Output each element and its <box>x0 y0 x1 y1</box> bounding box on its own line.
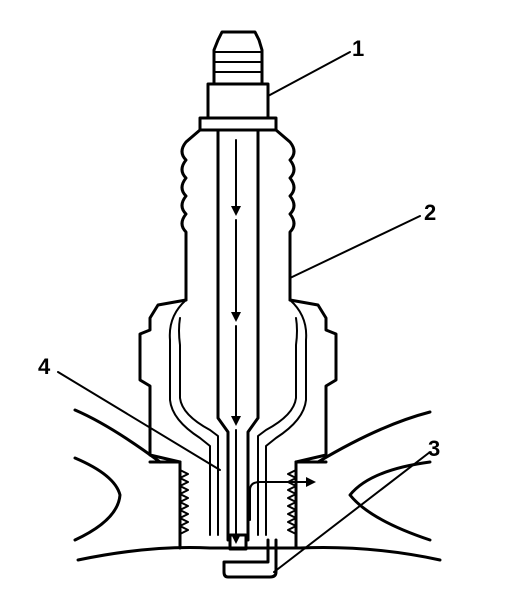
leader-lines <box>57 51 431 573</box>
head-upper-left-curve <box>73 408 162 464</box>
shell-inner-left <box>168 299 211 536</box>
insulator-nose-left <box>178 317 219 536</box>
terminal-stud <box>206 82 270 120</box>
callout-3: 3 <box>428 436 440 461</box>
thread-right-teeth <box>287 469 297 535</box>
arrow-3-head <box>231 416 241 426</box>
leader-4 <box>57 371 221 471</box>
metal-shell <box>138 298 338 536</box>
callout-2: 2 <box>424 200 436 225</box>
callout-4: 4 <box>38 354 51 379</box>
head-lower-right-curve <box>348 460 432 542</box>
center-bore-right <box>246 128 260 542</box>
shell-left-outline <box>138 298 188 464</box>
threads <box>148 460 328 550</box>
shell-right-outline <box>288 298 338 464</box>
shell-inner-right <box>265 299 308 536</box>
leader-2 <box>289 215 421 279</box>
leader-3 <box>273 451 431 573</box>
chamber-roof-line <box>76 546 442 562</box>
arrow-5-shaft <box>249 481 311 521</box>
insulator-right-ribs <box>274 128 296 302</box>
callout-labels: 1 2 3 4 <box>38 36 440 461</box>
center-bore-left <box>216 128 230 542</box>
ground-electrode <box>222 538 278 579</box>
arrow-1-head <box>231 206 241 216</box>
insulator <box>180 128 296 542</box>
insulator-nose-right <box>257 317 298 536</box>
terminal-base-flange <box>198 116 278 132</box>
arrow-4-head <box>231 534 241 544</box>
insulator-left-ribs <box>180 128 202 302</box>
arrow-2-head <box>231 312 241 322</box>
terminal-nut <box>198 30 278 132</box>
terminal-cap <box>212 30 264 86</box>
flow-arrows <box>231 139 316 544</box>
electrodes <box>222 533 278 579</box>
leader-1 <box>267 51 351 97</box>
thread-left-teeth <box>179 469 189 535</box>
head-upper-right-curve <box>316 410 432 464</box>
arrow-5-head <box>306 477 316 487</box>
callout-1: 1 <box>352 36 364 61</box>
head-lower-left-curve <box>73 456 122 542</box>
